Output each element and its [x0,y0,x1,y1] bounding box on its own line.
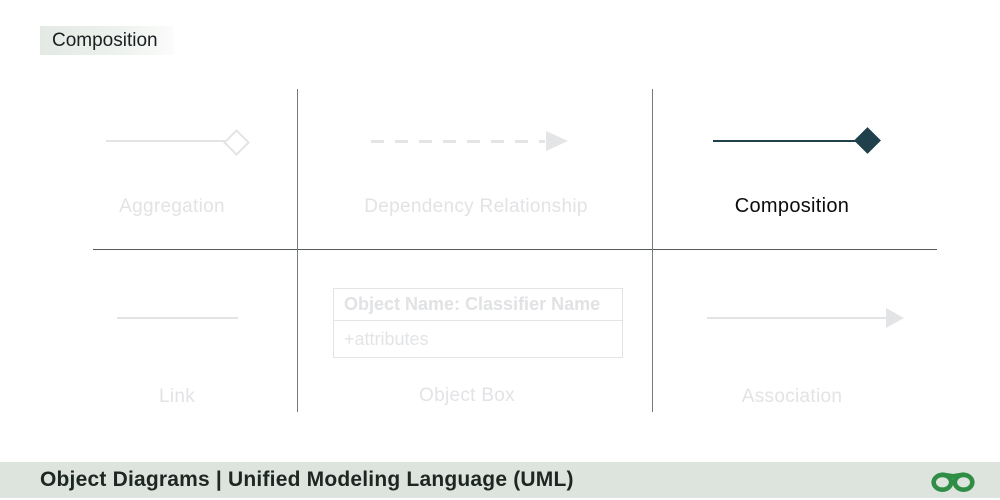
aggregation-hollow-diamond-icon [223,129,250,156]
cell-label-composition: Composition [734,195,850,217]
cell-label-object-box: Object Box [419,385,515,406]
cell-label-aggregation: Aggregation [119,196,225,217]
grid-horizontal-divider [93,249,937,250]
aggregation-line [106,140,226,142]
object-box-title: Object Name: Classifier Name [334,289,622,321]
cell-label-link: Link [158,386,196,407]
object-box-attributes: +attributes [344,329,429,349]
composition-filled-diamond-icon [854,127,881,154]
cell-label-dependency: Dependency Relationship [364,196,588,217]
association-arrowhead-icon [886,308,904,328]
page-title-badge: Composition [40,26,174,55]
link-line [117,317,238,319]
footer-title: Object Diagrams | Unified Modeling Langu… [40,468,574,491]
grid-vertical-divider-right [652,89,653,412]
grid-vertical-divider-left [297,89,298,412]
geeksforgeeks-logo-icon [931,472,975,492]
footer-bar: Object Diagrams | Unified Modeling Langu… [0,462,1000,498]
composition-line [713,140,858,142]
dependency-dashed-line [371,140,545,143]
association-line [707,317,887,319]
object-box-shape: Object Name: Classifier Name +attributes [333,288,623,358]
dependency-arrowhead-icon [546,131,568,151]
cell-label-association: Association [741,386,843,407]
